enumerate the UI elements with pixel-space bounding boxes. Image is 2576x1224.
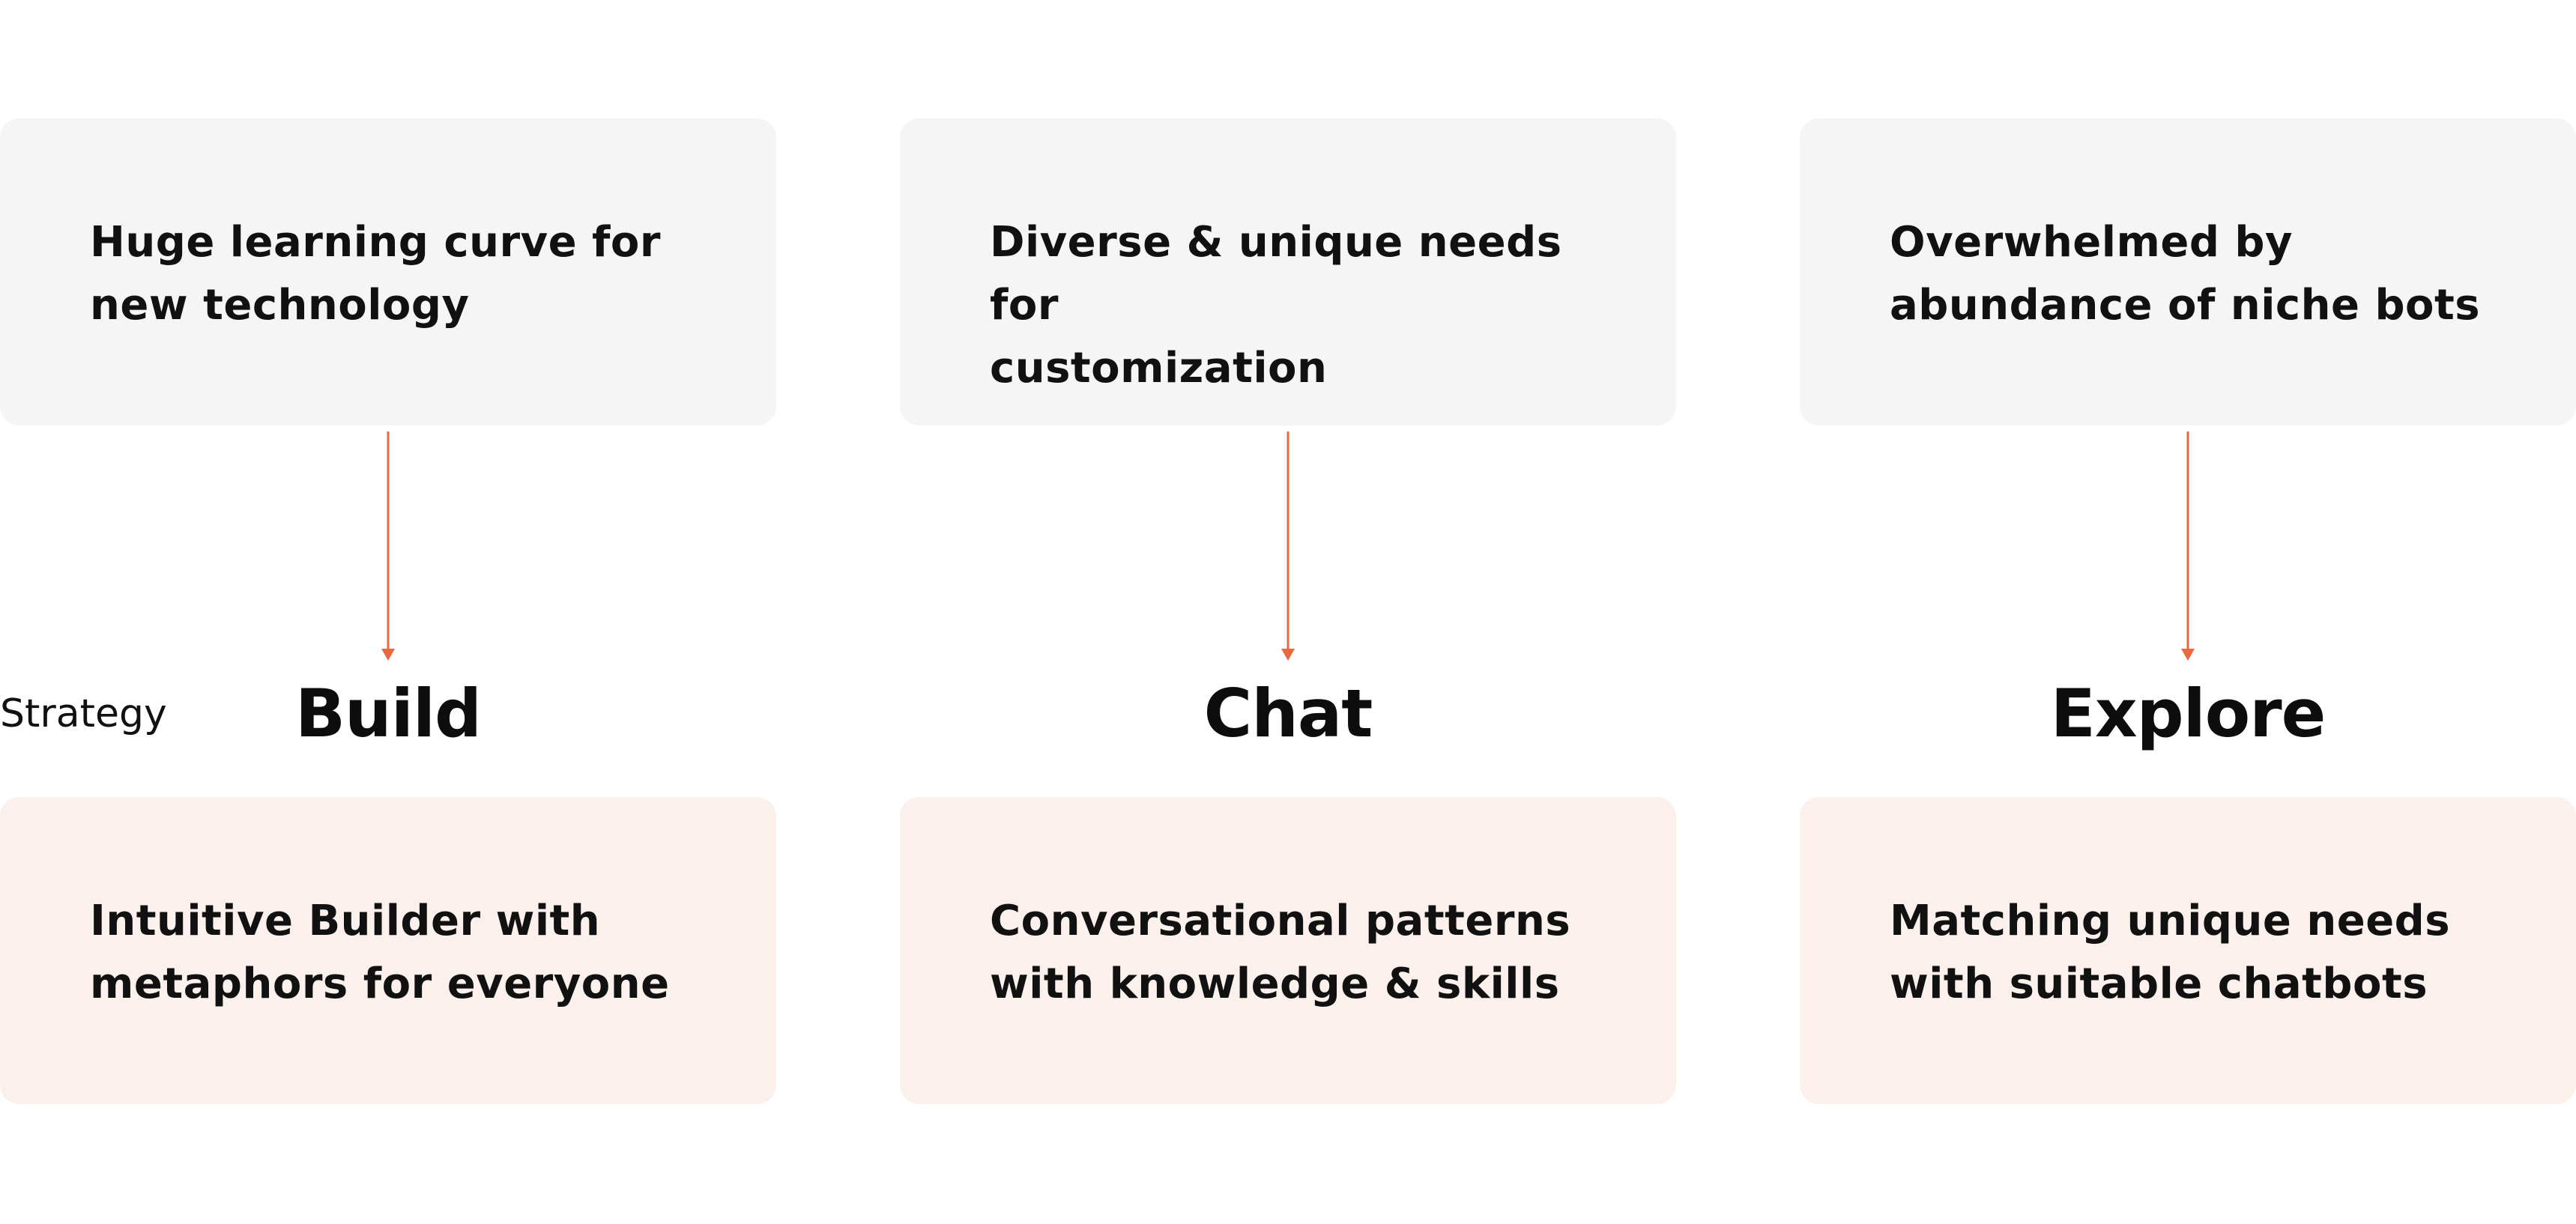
strategy-title: Build: [294, 675, 482, 752]
column-build: Huge learning curve for new technology B…: [0, 0, 776, 1224]
down-arrow-icon: [1281, 431, 1295, 664]
column-chat: Diverse & unique needs for customization…: [900, 0, 1676, 1224]
problem-text: Overwhelmed by abundance of niche bots: [1890, 218, 2481, 330]
problem-card: Diverse & unique needs for customization: [900, 118, 1676, 425]
solution-text: Conversational patterns with knowledge &…: [990, 897, 1571, 1008]
solution-text: Matching unique needs with suitable chat…: [1890, 897, 2451, 1008]
problem-card: Huge learning curve for new technology: [0, 118, 776, 425]
row-label-strategy: Strategy: [0, 691, 167, 736]
problem-text: Diverse & unique needs for customization: [990, 218, 1562, 393]
strategy-title: Chat: [1203, 675, 1373, 752]
down-arrow-icon: [2181, 431, 2195, 664]
solution-card: Intuitive Builder with metaphors for eve…: [0, 797, 776, 1104]
column-explore: Overwhelmed by abundance of niche bots E…: [1800, 0, 2576, 1224]
strategy-title: Explore: [2050, 675, 2326, 752]
solution-card: Matching unique needs with suitable chat…: [1800, 797, 2576, 1104]
down-arrow-icon: [381, 431, 395, 664]
solution-card: Conversational patterns with knowledge &…: [900, 797, 1676, 1104]
problem-card: Overwhelmed by abundance of niche bots: [1800, 118, 2576, 425]
solution-text: Intuitive Builder with metaphors for eve…: [90, 897, 670, 1008]
problem-text: Huge learning curve for new technology: [90, 218, 662, 330]
